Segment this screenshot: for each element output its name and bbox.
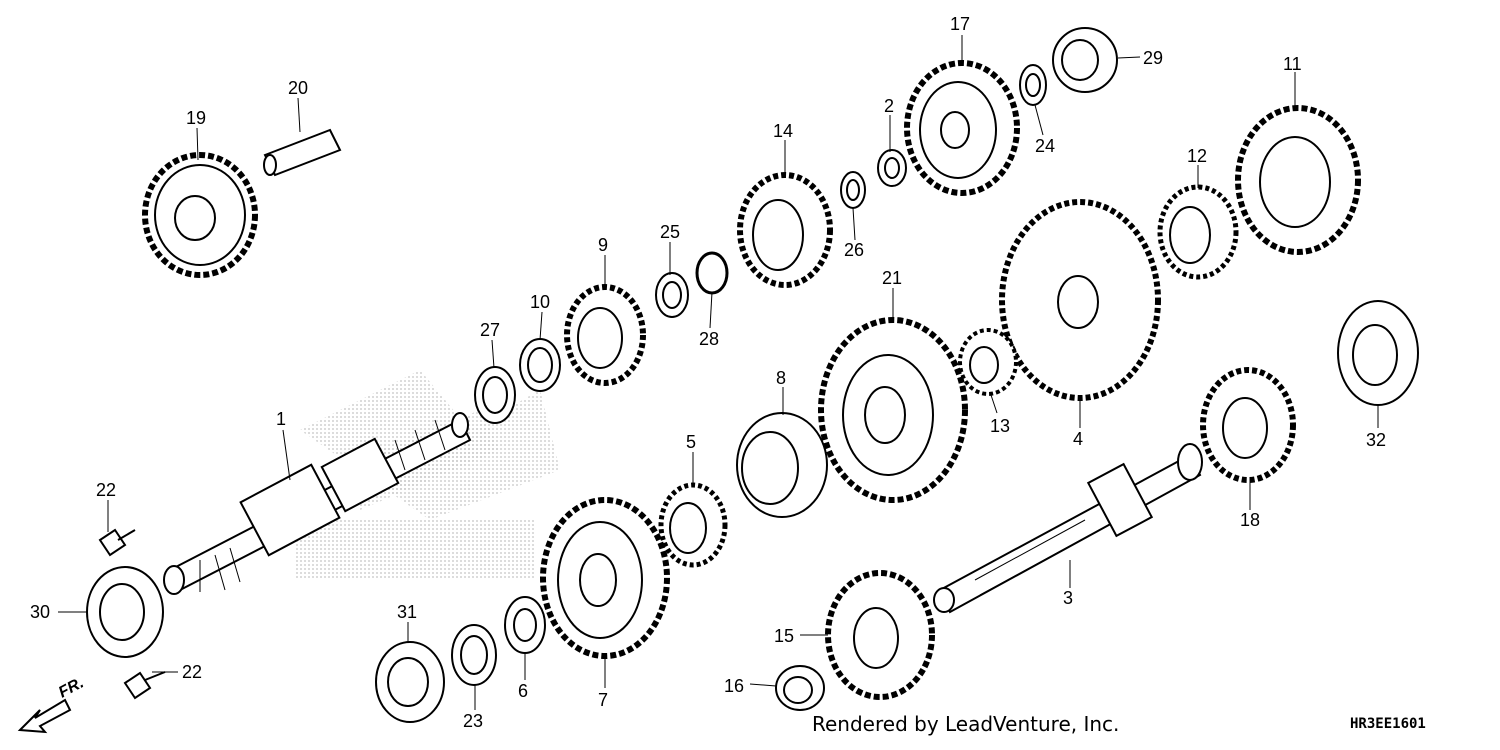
callout-22b: 22 xyxy=(182,662,202,682)
callout-21: 21 xyxy=(882,268,902,288)
gear-part-4[interactable] xyxy=(999,199,1161,401)
credit-text: Rendered by LeadVenture, Inc. xyxy=(812,712,1120,736)
circlip-part-28[interactable] xyxy=(695,251,729,295)
bushing-part-10[interactable] xyxy=(519,338,561,392)
callout-23: 23 xyxy=(463,711,483,731)
callout-5: 5 xyxy=(686,432,696,452)
pin-part-20[interactable] xyxy=(263,128,342,177)
front-direction-label: FR. xyxy=(56,674,87,701)
bolt-part-22-lower[interactable] xyxy=(123,671,166,700)
bearing-part-31[interactable] xyxy=(375,641,445,723)
callout-6: 6 xyxy=(518,681,528,701)
bearing-part-32[interactable] xyxy=(1337,300,1419,406)
bearing-part-29[interactable] xyxy=(1052,27,1118,93)
callout-11: 11 xyxy=(1283,54,1302,74)
callout-30: 30 xyxy=(30,602,50,622)
gear-part-21[interactable] xyxy=(818,317,968,503)
callout-19: 19 xyxy=(186,108,206,128)
callout-10: 10 xyxy=(530,292,550,312)
callout-28: 28 xyxy=(699,329,719,349)
callout-13: 13 xyxy=(990,416,1010,436)
callout-16: 16 xyxy=(724,676,744,696)
callout-12: 12 xyxy=(1187,146,1207,166)
callout-2: 2 xyxy=(884,96,894,116)
gear-part-18[interactable] xyxy=(1200,367,1296,483)
callout-14: 14 xyxy=(773,121,793,141)
gear-part-11[interactable] xyxy=(1235,105,1361,255)
washer-part-24[interactable] xyxy=(1019,64,1047,106)
callout-1: 1 xyxy=(276,409,286,429)
washer-part-26[interactable] xyxy=(840,171,866,209)
bushing-part-2[interactable] xyxy=(877,149,907,187)
bolt-part-22-upper[interactable] xyxy=(98,528,136,557)
gear-part-9[interactable] xyxy=(564,284,646,386)
callout-17: 17 xyxy=(950,14,970,34)
gear-part-19[interactable] xyxy=(142,152,258,278)
gear-part-15[interactable] xyxy=(825,570,935,700)
front-direction-arrow: FR. xyxy=(17,674,87,734)
callout-27: 27 xyxy=(480,320,500,340)
countershaft-part-3[interactable] xyxy=(933,443,1203,614)
bushing-part-6[interactable] xyxy=(504,596,546,654)
washer-part-27[interactable] xyxy=(474,366,516,424)
bearing-part-30[interactable] xyxy=(86,566,164,658)
washer-part-25[interactable] xyxy=(655,272,689,318)
gear-part-17[interactable] xyxy=(904,60,1020,196)
callout-8: 8 xyxy=(776,368,786,388)
bushing-part-5[interactable] xyxy=(658,482,728,568)
bushing-part-16[interactable] xyxy=(775,665,825,711)
callout-3: 3 xyxy=(1063,588,1073,608)
leader-lines xyxy=(58,35,1379,710)
callout-26: 26 xyxy=(844,240,864,260)
callout-15: 15 xyxy=(774,626,794,646)
callout-4: 4 xyxy=(1073,429,1083,449)
bushing-part-12[interactable] xyxy=(1157,184,1239,280)
bushing-part-13[interactable] xyxy=(958,328,1018,396)
callout-22a: 22 xyxy=(96,480,116,500)
callout-9: 9 xyxy=(598,235,608,255)
callout-32: 32 xyxy=(1366,430,1386,450)
mainshaft-part-1[interactable] xyxy=(163,412,472,595)
callout-20: 20 xyxy=(288,78,308,98)
callout-25: 25 xyxy=(660,222,680,242)
part-callouts: 1 2 3 4 5 6 7 8 9 10 11 12 13 14 15 16 1… xyxy=(30,14,1386,731)
gear-part-14[interactable] xyxy=(737,172,833,288)
callout-29: 29 xyxy=(1143,48,1163,68)
gear-part-7[interactable] xyxy=(540,497,670,659)
diagram-code: HR3EE1601 xyxy=(1350,716,1426,732)
collar-part-8[interactable] xyxy=(736,412,828,518)
callout-31: 31 xyxy=(397,602,417,622)
callout-7: 7 xyxy=(598,690,608,710)
washer-part-23[interactable] xyxy=(451,624,497,686)
callout-18: 18 xyxy=(1240,510,1260,530)
callout-24: 24 xyxy=(1035,136,1055,156)
